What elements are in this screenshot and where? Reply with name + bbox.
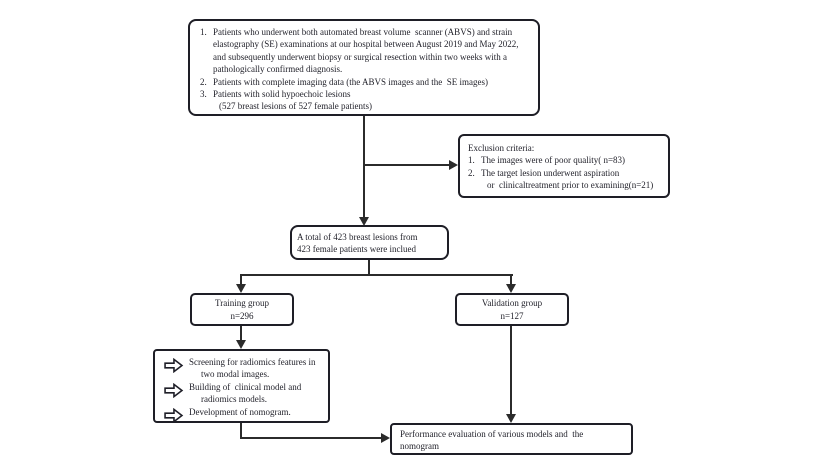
step-text: Building of clinical model and radiomics… xyxy=(189,381,304,405)
training-group-box: Training group n=296 xyxy=(190,293,294,326)
list-item: (527 breast lesions of 527 female patien… xyxy=(200,100,530,112)
block-arrow-icon xyxy=(163,406,189,426)
list-item: or clinicaltreatment prior to examining(… xyxy=(468,179,664,191)
total-line: 423 female patients were inclued xyxy=(297,244,416,255)
list-item: 2. The target lesion underwent aspiratio… xyxy=(468,167,664,179)
item-text: Patients who underwent both automated br… xyxy=(213,27,521,75)
item-number: 2. xyxy=(200,76,207,87)
item-number xyxy=(200,100,213,112)
block-arrow-icon xyxy=(163,381,189,401)
connector-line xyxy=(240,274,513,276)
item-number: 1. xyxy=(468,155,475,166)
list-item: 1. Patients who underwent both automated… xyxy=(200,26,530,76)
connector-line xyxy=(510,276,512,285)
step-item: Development of nomogram. xyxy=(163,406,322,426)
connector-line xyxy=(240,422,242,438)
arrowhead-down-icon xyxy=(506,284,516,293)
radiomics-steps-box: Screening for radiomics features in two … xyxy=(153,349,330,423)
group-count: n=296 xyxy=(230,310,254,321)
inclusion-criteria-box: 1. Patients who underwent both automated… xyxy=(188,19,540,116)
performance-line: nomogram xyxy=(400,441,439,452)
item-text: (527 breast lesions of 527 female patien… xyxy=(219,101,372,112)
total-line: A total of 423 breast lesions from xyxy=(297,232,418,242)
group-count: n=127 xyxy=(500,310,524,321)
connector-line xyxy=(368,260,370,275)
item-number: 1. xyxy=(200,27,207,37)
included-total-box: A total of 423 breast lesions from 423 f… xyxy=(290,225,449,260)
arrowhead-down-icon xyxy=(236,340,246,349)
step-item: Building of clinical model and radiomics… xyxy=(163,381,322,406)
arrowhead-down-icon xyxy=(359,217,369,226)
exclusion-criteria-box: Exclusion criteria: 1. The images were o… xyxy=(458,134,670,198)
step-text: Screening for radiomics features in two … xyxy=(189,357,318,380)
connector-line xyxy=(240,326,242,340)
arrowhead-right-icon xyxy=(449,160,458,170)
arrowhead-down-icon xyxy=(236,284,246,293)
item-text: The target lesion underwent aspiration xyxy=(481,167,620,178)
step-item: Screening for radiomics features in two … xyxy=(163,356,322,381)
item-number xyxy=(468,179,481,191)
arrowhead-right-icon xyxy=(381,433,390,443)
group-label: Training group xyxy=(215,298,269,309)
connector-line xyxy=(240,276,242,285)
item-text: Patients with solid hypoechoic lesions xyxy=(213,89,351,100)
item-text: The images were of poor quality( n=83) xyxy=(481,155,626,166)
arrowhead-down-icon xyxy=(506,414,516,423)
exclusion-title: Exclusion criteria: xyxy=(468,143,535,153)
item-number: 3. xyxy=(200,89,207,100)
list-item: 3. Patients with solid hypoechoic lesion… xyxy=(200,88,530,100)
connector-line xyxy=(363,164,449,166)
item-number: 2. xyxy=(468,167,475,178)
connector-line xyxy=(363,116,365,217)
performance-line: Performance evaluation of various models… xyxy=(400,429,584,439)
item-text: Patients with complete imaging data (the… xyxy=(213,76,488,87)
group-label: Validation group xyxy=(481,298,543,309)
step-text: Development of nomogram. xyxy=(189,406,291,417)
connector-line xyxy=(240,437,382,439)
list-item: 2. Patients with complete imaging data (… xyxy=(200,76,530,88)
block-arrow-icon xyxy=(163,356,189,376)
performance-evaluation-box: Performance evaluation of various models… xyxy=(390,423,633,455)
validation-group-box: Validation group n=127 xyxy=(455,293,569,326)
list-item: 1. The images were of poor quality( n=83… xyxy=(468,154,664,166)
connector-line xyxy=(510,326,512,414)
item-text: or clinicaltreatment prior to examining(… xyxy=(487,180,654,191)
